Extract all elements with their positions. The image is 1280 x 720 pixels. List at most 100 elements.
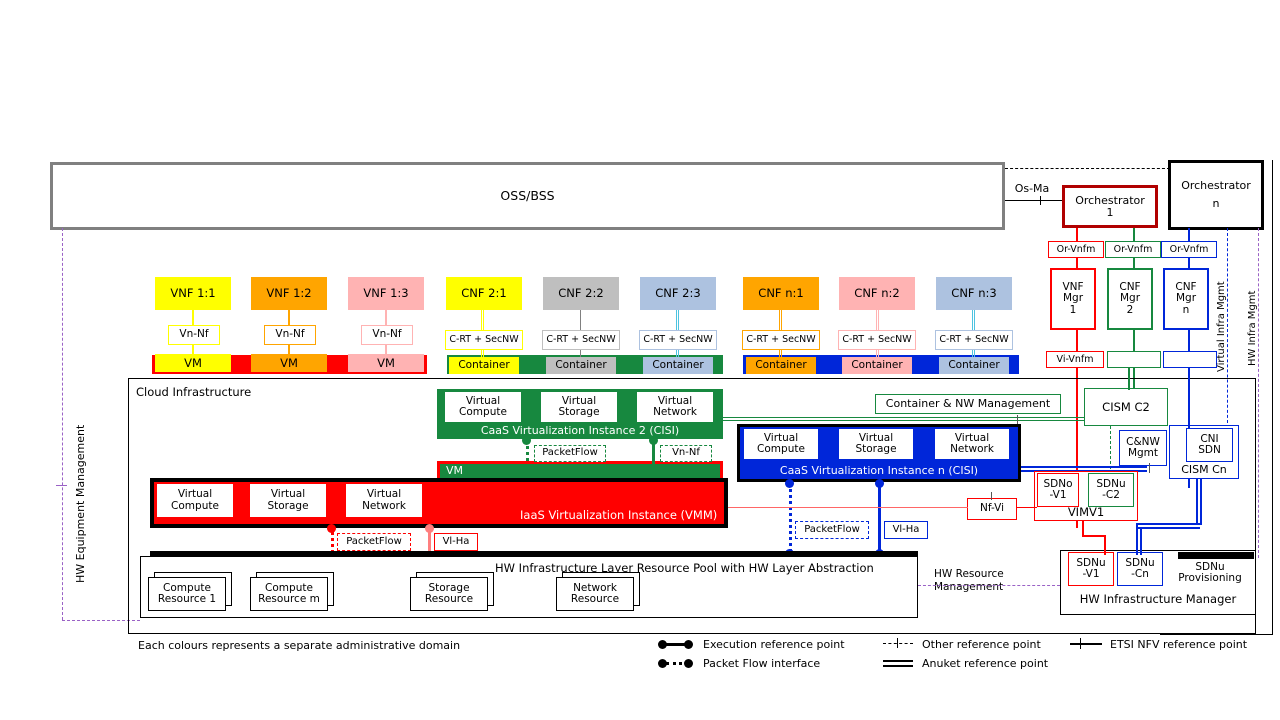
cism-c2-box[interactable]: CISM C2 — [1084, 388, 1168, 426]
cisin-virtual-compute[interactable]: Virtual Compute — [744, 429, 818, 459]
cisi2-virtual-network[interactable]: Virtual Network — [637, 392, 713, 422]
cnf-2-2-rp-box[interactable]: C-RT + SecNW — [542, 330, 620, 350]
or-vnfm-2-box[interactable]: Or-Vnfm — [1105, 241, 1161, 258]
cnf-2-3-runtime-box[interactable]: Container — [643, 357, 713, 374]
cism-cn-label: CISM Cn — [1181, 462, 1227, 476]
legend-packetflow-dot-right — [684, 659, 693, 668]
vnf-1-1-label: VNF 1:1 — [170, 286, 216, 301]
cnf-mgr-2-box[interactable]: CNF Mgr 2 — [1107, 268, 1153, 330]
sdnu-provisioning-box[interactable]: SDNu Provisioning — [1166, 558, 1254, 588]
cisin-vn-line2: Network — [950, 443, 994, 455]
sdnu-cn-box[interactable]: SDNu -Cn — [1117, 552, 1163, 586]
cisi2-vm-label: VM — [446, 464, 464, 477]
cisi2-packetflow-label: PacketFlow — [542, 447, 598, 459]
vnf-1-2-rp-label: Vn-Nf — [275, 328, 305, 341]
compute-resource-1-box[interactable]: Compute Resource 1 — [148, 577, 226, 611]
vnf-1-3-rp-box[interactable]: Vn-Nf — [361, 325, 413, 345]
iaas-vc-line1: Virtual — [177, 488, 213, 501]
cnf-n-3-rp-box[interactable]: C-RT + SecNW — [935, 330, 1013, 350]
cnf-mgr-n-box[interactable]: CNF Mgr n — [1163, 268, 1209, 330]
vnf-1-1-runtime-box[interactable]: VM — [155, 354, 231, 372]
cnf-2-3-runtime-label: Container — [652, 358, 704, 371]
vnf-1-3-box[interactable]: VNF 1:3 — [348, 277, 424, 310]
vnf-mgr-1-line1: VNF — [1062, 281, 1084, 294]
storage-resource-box[interactable]: Storage Resource — [410, 577, 488, 611]
cisin-virtual-storage[interactable]: Virtual Storage — [839, 429, 913, 459]
orchestrator-1-box[interactable]: Orchestrator 1 — [1062, 185, 1158, 228]
cisi2-vm-band[interactable] — [440, 464, 720, 480]
cnf-2-3-rp-box[interactable]: C-RT + SecNW — [639, 330, 717, 350]
vnf-1-1-rp-box[interactable]: Vn-Nf — [168, 325, 220, 345]
cnf-2-1-runtime-box[interactable]: Container — [449, 357, 519, 374]
cnf-n-1-rp-box[interactable]: C-RT + SecNW — [742, 330, 820, 350]
oss-bss-box[interactable]: OSS/BSS — [50, 162, 1005, 230]
cisi2-packetflow-rp-box[interactable]: PacketFlow — [534, 445, 606, 462]
cisin-vlha-rp-box[interactable]: Vl-Ha — [884, 521, 928, 539]
iaas-vs-line1: Virtual — [270, 488, 306, 501]
cnf-n-1-runtime-box[interactable]: Container — [746, 357, 816, 374]
container-nw-anuket-tick — [1017, 415, 1018, 424]
cisi2-vnnf-rp-box[interactable]: Vn-Nf — [660, 445, 712, 462]
cnf-2-2-runtime-label: Container — [555, 358, 607, 371]
vnf-1-3-label: VNF 1:3 — [363, 286, 409, 301]
sdnu-v1-box[interactable]: SDNu -V1 — [1068, 552, 1114, 586]
vnf-1-3-runtime-box[interactable]: VM — [348, 354, 424, 372]
cisin-title: CaaS Virtualization Instance n (CISI) — [779, 463, 979, 477]
legend-execution-reference-point-label: Execution reference point — [703, 638, 845, 651]
cnf-2-3-box[interactable]: CNF 2:3 — [640, 277, 716, 310]
vnf-1-1-box[interactable]: VNF 1:1 — [155, 277, 231, 310]
vnf-1-2-box[interactable]: VNF 1:2 — [251, 277, 327, 310]
vnf-1-2-rp-box[interactable]: Vn-Nf — [264, 325, 316, 345]
legend-other-reference-point-label: Other reference point — [922, 638, 1041, 651]
hw-equipment-management-label: HW Equipment Management — [74, 424, 87, 583]
cnf-n-3-runtime-box[interactable]: Container — [939, 357, 1009, 374]
or-vnfm-3-box[interactable]: Or-Vnfm — [1161, 241, 1217, 258]
cnw-mgmt-line1: C&NW — [1126, 435, 1160, 448]
cisin-packetflow-rp-box[interactable]: PacketFlow — [795, 521, 869, 539]
vnf-1-2-runtime-box[interactable]: VM — [251, 354, 327, 372]
iaas-virtual-network[interactable]: Virtual Network — [346, 484, 422, 517]
cisi2-virtual-storage[interactable]: Virtual Storage — [541, 392, 617, 422]
container-nw-management-box[interactable]: Container & NW Management — [875, 394, 1061, 414]
iaas-box[interactable] — [150, 478, 728, 528]
sdno-v1-box[interactable]: SDNo -V1 — [1037, 473, 1079, 507]
hw-resource-management-line2: Management — [934, 581, 1004, 594]
cni-sdn-box[interactable]: CNI SDN — [1186, 428, 1233, 462]
iaas-virtual-compute[interactable]: Virtual Compute — [157, 484, 233, 517]
cnf-n-2-runtime-label: Container — [851, 358, 903, 371]
cnf-2-2-runtime-box[interactable]: Container — [546, 357, 616, 374]
cnf-2-2-box[interactable]: CNF 2:2 — [543, 277, 619, 310]
cisi2-virtual-compute[interactable]: Virtual Compute — [445, 392, 521, 422]
cnf-2-1-box[interactable]: CNF 2:1 — [446, 277, 522, 310]
cnf-n-3-box[interactable]: CNF n:3 — [936, 277, 1012, 310]
orchestrator-n-box[interactable]: Orchestrator n — [1168, 160, 1264, 230]
vi-vnfm-blue-box[interactable] — [1163, 351, 1217, 368]
sdnu-cn-line1: SDNu — [1125, 556, 1155, 569]
nf-vi-link-right — [1017, 507, 1037, 508]
cnf-n-2-runtime-box[interactable]: Container — [842, 357, 912, 374]
network-resource-box[interactable]: Network Resource — [556, 577, 634, 611]
iaas-packetflow-rp-box[interactable]: PacketFlow — [337, 533, 411, 551]
cnf-n-2-box[interactable]: CNF n:2 — [839, 277, 915, 310]
iaas-vlha-rp-box[interactable]: Vl-Ha — [434, 533, 478, 551]
iaas-vlha-stem — [428, 527, 431, 559]
vi-vnfm-green-box[interactable] — [1107, 351, 1161, 368]
vi-vnfm-box[interactable]: Vi-Vnfm — [1046, 351, 1104, 368]
cnf-n-2-rp-box[interactable]: C-RT + SecNW — [838, 330, 916, 350]
cnf-mgr-2-line1: CNF — [1119, 281, 1141, 294]
cnf-n-1-runtime-label: Container — [755, 358, 807, 371]
container-nw-anuket-line-2 — [723, 420, 1087, 421]
nf-vi-box[interactable]: Nf-Vi — [967, 498, 1017, 520]
cnf-n-1-box[interactable]: CNF n:1 — [743, 277, 819, 310]
vnf-mgr-1-box[interactable]: VNF Mgr 1 — [1050, 268, 1096, 330]
cnf-2-1-rp-box[interactable]: C-RT + SecNW — [445, 330, 523, 350]
cism-cn-to-sdnu-cn-v4 — [1140, 527, 1142, 555]
nf-vi-tick — [991, 492, 992, 500]
cisin-virtual-network[interactable]: Virtual Network — [935, 429, 1009, 459]
sdnu-c2-box[interactable]: SDNu -C2 — [1088, 473, 1134, 507]
compute-resource-m-box[interactable]: Compute Resource m — [250, 577, 328, 611]
or-vnfm-1-box[interactable]: Or-Vnfm — [1048, 241, 1104, 258]
iaas-virtual-storage[interactable]: Virtual Storage — [250, 484, 326, 517]
sdno-v1-line1: SDNo — [1043, 477, 1073, 490]
cnw-mgmt-box[interactable]: C&NW Mgmt — [1119, 430, 1167, 466]
